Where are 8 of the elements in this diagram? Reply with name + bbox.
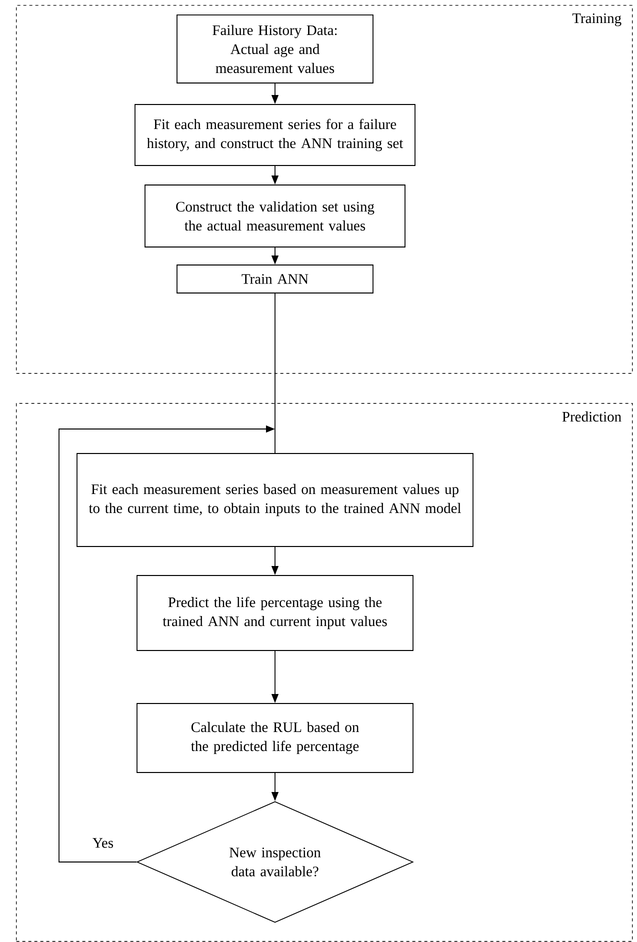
process-box: Calculate the RUL based on the predicted life percentage xyxy=(136,703,414,773)
process-box: Train ANN xyxy=(176,264,374,294)
process-box: Fit each measurement series for a failure history, and construct the ANN training set xyxy=(134,104,416,166)
process-box: Fit each measurement series based on measurement values up to the current time, to obtain inputs to the trained ANN model xyxy=(76,453,474,547)
process-box: Failure History Data: Actual age and measurement values xyxy=(176,14,374,84)
process-box: Construct the validation set using the actual measurement values xyxy=(144,184,406,248)
process-box: Predict the life percentage using the trained ANN and current input values xyxy=(136,575,414,651)
edge-label: Yes xyxy=(91,837,115,849)
